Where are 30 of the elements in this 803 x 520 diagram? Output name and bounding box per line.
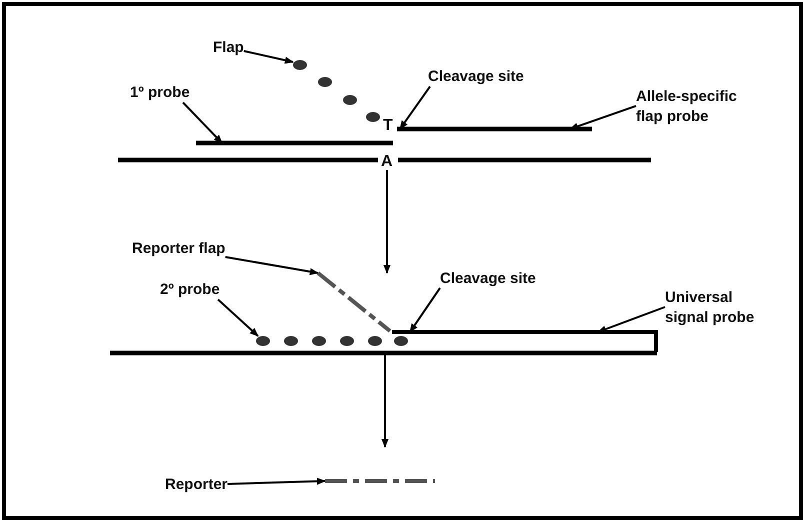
dna-strand <box>397 126 592 132</box>
callout-label: Allele-specific flap probe <box>636 87 748 126</box>
dashed-strand <box>316 271 392 333</box>
arrow <box>597 306 666 333</box>
base-letter: T <box>383 118 393 134</box>
arrow <box>381 353 389 448</box>
arrow <box>217 298 259 337</box>
callout-label: Reporter flap <box>132 239 226 258</box>
arrow <box>227 478 326 485</box>
dotted-strand <box>293 60 380 122</box>
callout-label: 2º probe <box>160 280 220 300</box>
callout-label: 1º probe <box>130 83 190 102</box>
dna-strand <box>392 330 658 352</box>
callout-label: A <box>381 154 393 170</box>
arrow <box>225 256 319 276</box>
callout-label: Reporter <box>165 475 228 494</box>
callout-label: Cleavage site <box>440 269 536 288</box>
callout-label: Universal signal probe <box>665 288 771 327</box>
dna-strand <box>196 140 393 146</box>
arrow <box>569 105 636 130</box>
dashed-strand <box>325 479 435 483</box>
dna-strand <box>110 350 657 356</box>
arrow <box>383 170 391 274</box>
arrow <box>399 86 431 130</box>
callout-label: Flap <box>213 38 244 58</box>
arrow <box>244 50 294 64</box>
callout-label: Cleavage site <box>428 67 524 86</box>
dotted-strand <box>256 336 408 346</box>
arrow <box>409 287 441 333</box>
arrow <box>182 102 223 144</box>
